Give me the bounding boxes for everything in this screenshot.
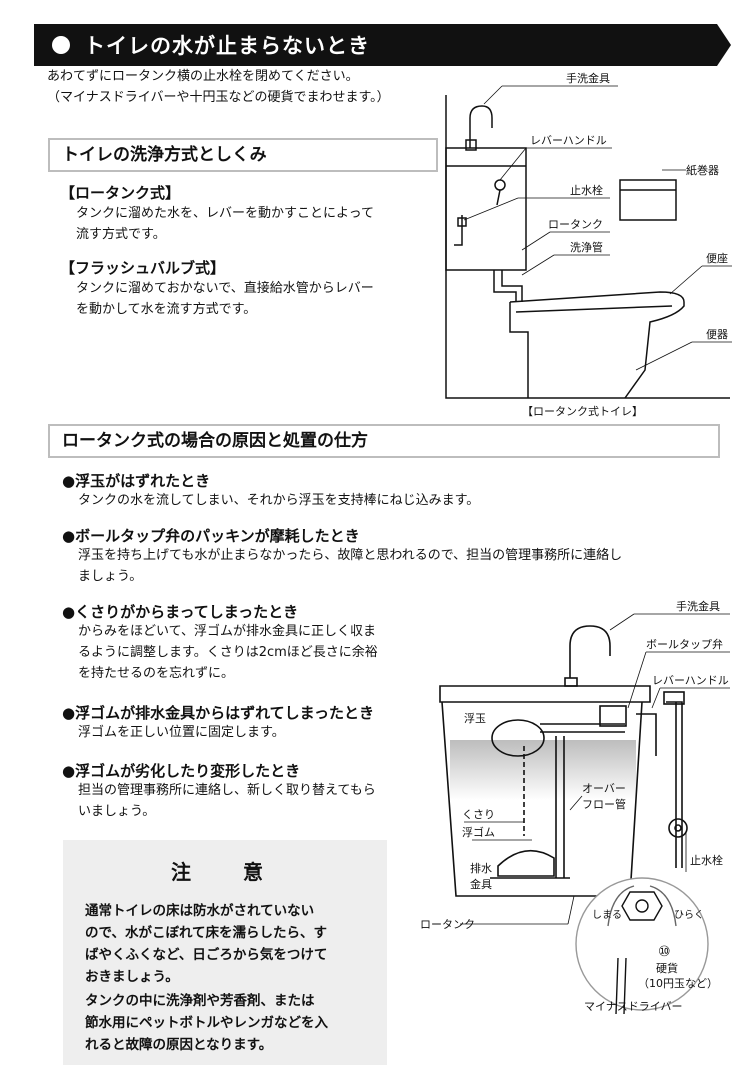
intro-line: あわてずにロータンク横の止水栓を閉めてください。 <box>47 69 359 84</box>
label-kusari: くさり <box>462 808 495 821</box>
label-overflow-1: オーバー <box>582 782 626 795</box>
label-lever: レバーハンドル <box>530 134 607 147</box>
item-heading: 【ロータンク式】 <box>60 184 181 202</box>
body-line: タンクに溜めておかないで、直接給水管からレバー <box>76 281 374 296</box>
item-body: タンクに溜めておかないで、直接給水管からレバー を動かして水を流す方式です。 <box>76 278 446 320</box>
body-line: を動かして水を流す方式です。 <box>76 302 257 317</box>
label-balltap: ボールタップ弁 <box>646 637 723 651</box>
label-tesen: 手洗金具 <box>676 599 720 613</box>
label-hiraku: ひらく <box>674 909 704 921</box>
body-line: るように調整します。くさりは2cmほど長さに余裕 <box>78 645 378 660</box>
body-line: ましょう。 <box>78 569 143 584</box>
body-line: 浮玉を持ち上げても水が止まらなかったら、故障と思われるので、担当の管理事務所に連… <box>78 548 623 563</box>
label-benki: 便器 <box>706 328 728 341</box>
intro-line: （マイナスドライバーや十円玉などの硬貨でまわせます。） <box>47 90 390 105</box>
lowtank-toilet-diagram: 手洗金具 レバーハンドル 紙巻器 止水栓 ロータンク 洗浄管 便座 便器 【ロー… <box>445 71 732 418</box>
label-kouka: 硬貨 <box>656 961 678 975</box>
label-lever: レバーハンドル <box>652 674 729 687</box>
item-body: タンクに溜めた水を、レバーを動かすことによって 流す方式です。 <box>76 203 446 245</box>
label-shisuisen: 止水栓 <box>690 853 723 867</box>
caution-box: 注 意 通常トイレの床は防水がされていない ので、水がこぼれて床を濡らしたら、す… <box>63 840 387 1065</box>
label-haisui-1: 排水 <box>470 861 492 875</box>
caution-line: れると故障の原因となります。 <box>85 1037 273 1053</box>
item-heading: ●浮玉がはずれたとき <box>62 472 211 490</box>
intro-text: あわてずにロータンク横の止水栓を閉めてください。 （マイナスドライバーや十円玉な… <box>47 66 447 108</box>
section-title: ロータンク式の場合の原因と処置の仕方 <box>48 424 720 458</box>
caution-line: ので、水がこぼれて床を濡らしたら、す <box>85 925 328 941</box>
label-driver: マイナスドライバー <box>584 1000 683 1013</box>
coin-icon: ⑩ <box>658 944 671 960</box>
label-kamimaki: 紙巻器 <box>686 163 719 177</box>
caution-paragraph: タンクの中に洗浄剤や芳香剤、または 節水用にペットボトルやレンガなどを入 れると… <box>85 990 375 1056</box>
zoom-circle <box>575 877 709 1011</box>
label-haisui-2: 金具 <box>470 877 492 891</box>
item-body: 浮ゴムを正しい位置に固定します。 <box>78 722 438 743</box>
item-body: タンクの水を流してしまい、それから浮玉を支持棒にねじ込みます。 <box>78 490 728 511</box>
body-line: 担当の管理事務所に連絡し、新しく取り替えてもら <box>78 783 376 798</box>
item-heading: 【フラッシュバルブ式】 <box>60 259 226 277</box>
section-title: トイレの洗浄方式としくみ <box>48 138 438 172</box>
tank-internal-diagram: 手洗金具 ボールタップ弁 レバーハンドル 浮玉 オーバー フロー管 くさり 浮ゴ… <box>420 599 730 1015</box>
item-heading: ●くさりがからまってしまったとき <box>62 603 299 621</box>
caution-line: ばやくふくなど、日ごろから気をつけて <box>85 947 328 963</box>
item-body: 浮玉を持ち上げても水が止まらなかったら、故障と思われるので、担当の管理事務所に連… <box>78 545 738 587</box>
caution-paragraph: 通常トイレの床は防水がされていない ので、水がこぼれて床を濡らしたら、す ばやく… <box>85 900 375 988</box>
body-line: いましょう。 <box>78 804 156 819</box>
label-senjokan: 洗浄管 <box>570 240 603 254</box>
item-body: 担当の管理事務所に連絡し、新しく取り替えてもら いましょう。 <box>78 780 438 822</box>
body-line: を持たせるのを忘れずに。 <box>78 666 235 681</box>
body-line: 浮ゴムを正しい位置に固定します。 <box>78 725 285 740</box>
caution-line: 節水用にペットボトルやレンガなどを入 <box>85 1015 328 1031</box>
label-lowtank: ロータンク <box>548 218 603 231</box>
body-line: タンクに溜めた水を、レバーを動かすことによって <box>76 206 374 221</box>
label-shisuisen: 止水栓 <box>570 183 603 197</box>
label-benza: 便座 <box>706 251 728 265</box>
header-banner: トイレの水が止まらないとき <box>34 24 731 66</box>
item-heading: ●浮ゴムが劣化したり変形したとき <box>62 762 301 780</box>
item-heading: ●ボールタップ弁のパッキンが摩耗したとき <box>62 527 360 545</box>
diagram-caption: 【ロータンク式トイレ】 <box>522 405 643 418</box>
body-line: からみをほどいて、浮ゴムが排水金具に正しく収ま <box>78 624 376 639</box>
label-shimaru: しまる <box>592 909 622 921</box>
body-line: タンクの水を流してしまい、それから浮玉を支持棒にねじ込みます。 <box>78 493 480 508</box>
caution-line: 通常トイレの床は防水がされていない <box>85 903 315 919</box>
label-lowtank: ロータンク <box>420 918 475 931</box>
item-body: からみをほどいて、浮ゴムが排水金具に正しく収ま るように調整します。くさりは2c… <box>78 621 438 684</box>
item-heading: ●浮ゴムが排水金具からはずれてしまったとき <box>62 704 375 722</box>
label-tesen: 手洗金具 <box>566 71 610 85</box>
page-title: トイレの水が止まらないとき <box>84 34 370 58</box>
label-overflow-2: フロー管 <box>582 797 626 811</box>
caution-line: タンクの中に洗浄剤や芳香剤、または <box>85 993 315 1009</box>
body-line: 流す方式です。 <box>76 227 166 242</box>
caution-title: 注 意 <box>171 860 279 884</box>
label-kouka-note: （10円玉など） <box>638 977 718 990</box>
caution-line: おきましょう。 <box>85 969 179 985</box>
bullet-icon <box>52 36 70 54</box>
label-ukigomu: 浮ゴム <box>462 825 495 839</box>
label-ukidama: 浮玉 <box>464 712 486 725</box>
banner-shape <box>34 24 731 66</box>
